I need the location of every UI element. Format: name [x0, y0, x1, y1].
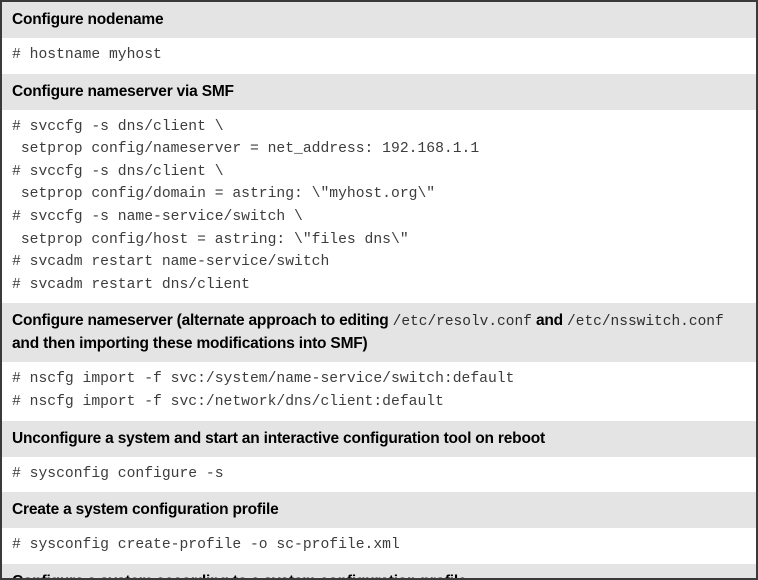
section-header-row: Configure a system according to a system…: [2, 563, 756, 578]
section-header-row: Configure nameserver (alternate approach…: [2, 303, 756, 363]
section-header-text: Configure nameserver (alternate approach…: [2, 303, 756, 362]
section-header-text: Configure nameserver via SMF: [12, 82, 234, 100]
section-header-row: Unconfigure a system and start an intera…: [2, 420, 756, 457]
command-row: # svccfg -s dns/client \ setprop config/…: [2, 109, 756, 304]
header-text-segment: Configure nameserver (alternate approach…: [12, 312, 393, 330]
command-text: # sysconfig configure -s: [12, 465, 224, 482]
command-row: # hostname myhost: [2, 38, 756, 74]
command-row: # nscfg import -f svc:/system/name-servi…: [2, 362, 756, 421]
section-header-row: Configure nameserver via SMF: [2, 73, 756, 110]
section-header-text: Create a system configuration profile: [12, 501, 279, 519]
section-header-text: Unconfigure a system and start an intera…: [12, 429, 545, 447]
section-header-text: Configure nodename: [12, 11, 164, 28]
inline-file-path: /etc/nsswitch.conf: [567, 314, 724, 331]
section-header-row: Configure nodename: [2, 2, 756, 38]
command-text: # svccfg -s dns/client \ setprop config/…: [12, 118, 480, 293]
section-header-row: Create a system configuration profile: [2, 492, 756, 529]
header-text-segment: and: [531, 312, 568, 330]
command-text: # nscfg import -f svc:/system/name-servi…: [12, 371, 515, 410]
header-text-segment: and then importing these modifications i…: [12, 335, 368, 353]
inline-file-path: /etc/resolv.conf: [392, 314, 532, 331]
command-text: # sysconfig create-profile -o sc-profile…: [12, 537, 400, 554]
section-header-text: Configure a system according to a system…: [2, 564, 756, 578]
command-row: # sysconfig configure -s: [2, 456, 756, 493]
command-text: # hostname myhost: [12, 47, 162, 63]
command-row: # sysconfig create-profile -o sc-profile…: [2, 528, 756, 564]
